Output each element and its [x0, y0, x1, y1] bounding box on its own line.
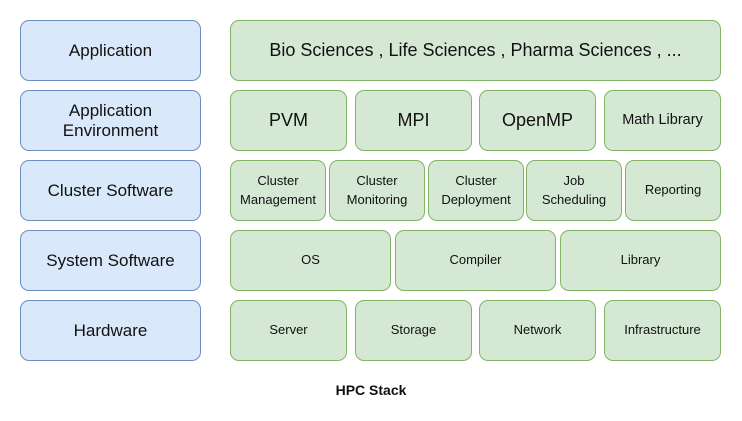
layer-hardware: Hardware: [20, 300, 201, 361]
job-scheduling-box: Job Scheduling: [526, 160, 622, 221]
diagram-caption: HPC Stack: [335, 382, 407, 398]
hardware-infrastructure-box: Infrastructure: [604, 300, 721, 361]
system-os-box: OS: [230, 230, 391, 291]
cluster-deployment-box: Cluster Deployment: [428, 160, 524, 221]
application-domains-box: Bio Sciences , Life Sciences , Pharma Sc…: [230, 20, 721, 81]
system-compiler-box: Compiler: [395, 230, 556, 291]
env-mpi-box: MPI: [355, 90, 472, 151]
layer-application-environment: Application Environment: [20, 90, 201, 151]
hardware-server-box: Server: [230, 300, 347, 361]
layer-cluster-software: Cluster Software: [20, 160, 201, 221]
layer-application: Application: [20, 20, 201, 81]
cluster-management-box: Cluster Management: [230, 160, 326, 221]
env-openmp-box: OpenMP: [479, 90, 596, 151]
layer-system-software: System Software: [20, 230, 201, 291]
reporting-box: Reporting: [625, 160, 721, 221]
hardware-network-box: Network: [479, 300, 596, 361]
cluster-monitoring-box: Cluster Monitoring: [329, 160, 425, 221]
system-library-box: Library: [560, 230, 721, 291]
env-math-library-box: Math Library: [604, 90, 721, 151]
env-pvm-box: PVM: [230, 90, 347, 151]
hardware-storage-box: Storage: [355, 300, 472, 361]
